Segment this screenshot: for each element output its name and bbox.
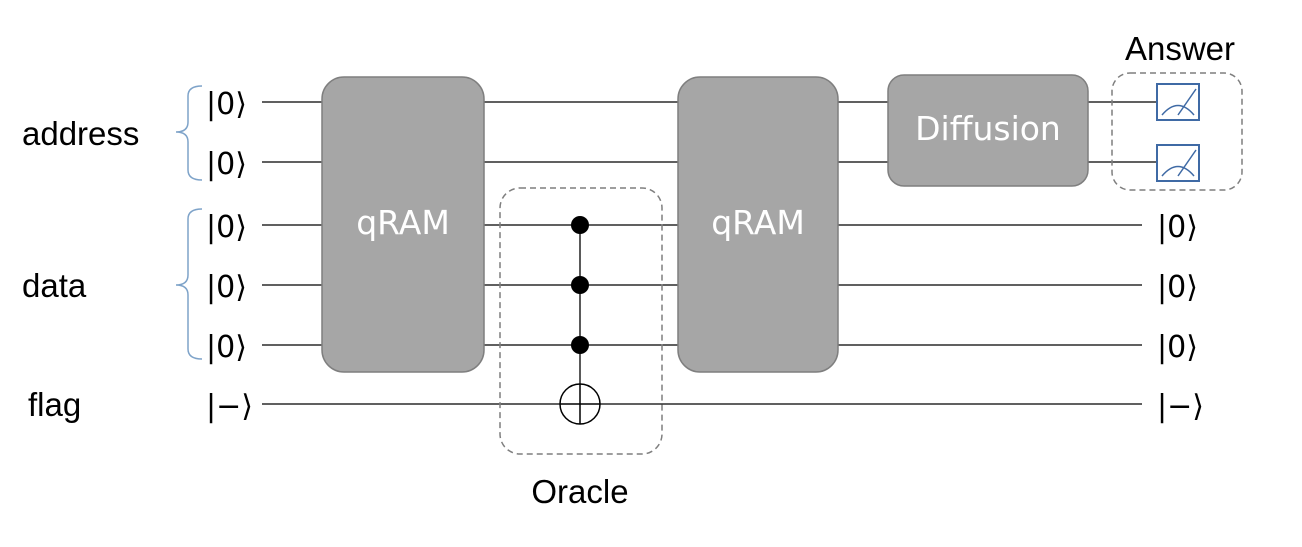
input-ket-data-0: |0⟩ [206,210,247,245]
control-dot-icon [571,336,589,354]
oracle-caption: Oracle [531,473,628,510]
brace-address [175,85,203,181]
answer-block: Answer [1111,30,1243,191]
input-ket-address-0: |0⟩ [206,87,247,122]
oracle-block: Oracle [499,187,663,510]
measurement-meter-icon [1156,144,1200,182]
answer-dashed-box [1111,72,1243,191]
register-label-data: data [22,267,87,304]
oracle-dashed-box [499,187,663,455]
input-ket-flag: |−⟩ [206,389,253,424]
diffusion-gate-label: Diffusion [915,109,1061,148]
xor-target-icon [559,383,601,425]
register-label-flag: flag [28,386,81,423]
control-dot-icon [571,276,589,294]
diffusion-gate: Diffusion [887,74,1089,187]
output-ket-data-0: |0⟩ [1157,210,1198,245]
output-ket-flag: |−⟩ [1157,389,1204,424]
control-dot-icon [571,216,589,234]
qram-gate-2-label: qRAM [711,203,805,242]
output-ket-data-2: |0⟩ [1157,330,1198,365]
register-label-address: address [22,115,139,152]
measurement-meter-icon [1156,83,1200,121]
output-ket-data-1: |0⟩ [1157,270,1198,305]
input-ket-address-1: |0⟩ [206,147,247,182]
answer-caption: Answer [1125,30,1235,67]
qram-gate-1: qRAM [321,76,485,373]
qram-gate-1-label: qRAM [356,203,450,242]
input-ket-data-1: |0⟩ [206,270,247,305]
qram-gate-2: qRAM [677,76,839,373]
brace-data [175,208,203,360]
input-ket-data-2: |0⟩ [206,330,247,365]
